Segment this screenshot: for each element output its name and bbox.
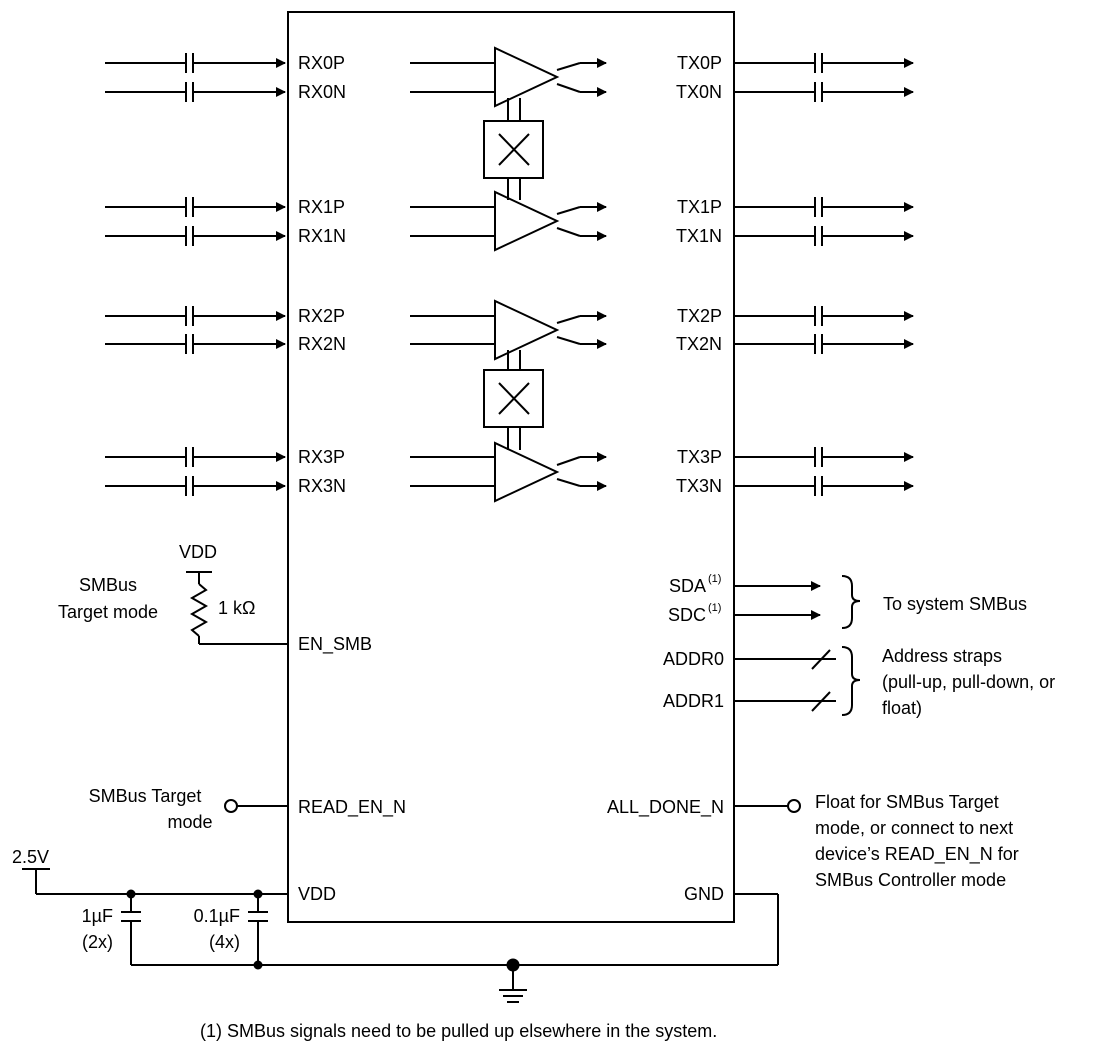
supply-voltage: 2.5V <box>12 847 49 867</box>
pin-en-smb: EN_SMB <box>298 634 372 655</box>
pin-gnd: GND <box>684 884 724 904</box>
tx-lane: TX0P <box>677 53 914 73</box>
chip-body <box>287 11 735 923</box>
smbus-target-mode-label-2a: SMBus Target <box>89 786 202 806</box>
rx-pin-label: RX0P <box>298 53 345 73</box>
tx-lanes: TX0P TX0N TX1P TX1N TX2P TX2N TX3P TX3N <box>676 53 914 496</box>
pin-all-done-n: ALL_DONE_N <box>607 797 724 818</box>
rx-lane: RX3N <box>105 476 346 496</box>
pin-sdc: SDC <box>668 605 706 625</box>
tx-lane: TX1P <box>677 197 914 217</box>
en-smb-pullup <box>186 571 288 645</box>
all-done-note-line-2: mode, or connect to next <box>815 818 1013 838</box>
power-network <box>22 868 779 1003</box>
pin-read-en-n: READ_EN_N <box>298 797 406 818</box>
tx-lane: TX1N <box>676 226 914 246</box>
all-done-note-line-1: Float for SMBus Target <box>815 792 999 812</box>
rx-pin-label: RX3N <box>298 476 346 496</box>
rx-pin-label: RX0N <box>298 82 346 102</box>
pin-sda: SDA <box>669 576 706 596</box>
pin-addr1: ADDR1 <box>663 691 724 711</box>
all-done-note-line-4: SMBus Controller mode <box>815 870 1006 890</box>
rx-pin-label: RX2N <box>298 334 346 354</box>
resistor-value: 1 kΩ <box>218 598 255 618</box>
smbus-target-mode-label-1a: SMBus <box>79 575 137 595</box>
tx-lane: TX2P <box>677 306 914 326</box>
tx-pin-label: TX0P <box>677 53 722 73</box>
vdd-top-label: VDD <box>179 542 217 562</box>
rx-lanes: RX0P RX0N RX1P RX1N RX2P RX2N RX3P RX3N <box>105 53 346 496</box>
footnote: (1) SMBus signals need to be pulled up e… <box>200 1021 717 1041</box>
all-done-note-line-3: device’s READ_EN_N for <box>815 844 1019 865</box>
pin-vdd: VDD <box>298 884 336 904</box>
rx-pin-label: RX1N <box>298 226 346 246</box>
tx-lane: TX3P <box>677 447 914 467</box>
rx-lane: RX2N <box>105 334 346 354</box>
pin-sda-footnote-ref: (1) <box>708 573 721 585</box>
read-en-n-connection <box>224 799 288 813</box>
tx-lane: TX3N <box>676 476 914 496</box>
buffer-2 <box>410 299 607 361</box>
rx-lane: RX1P <box>105 197 345 217</box>
rx-pin-label: RX3P <box>298 447 345 467</box>
tx-pin-label: TX0N <box>676 82 722 102</box>
crosspoint-switch-2 <box>483 369 544 428</box>
to-system-smbus-label: To system SMBus <box>883 594 1027 614</box>
smbus-target-mode-label-1b: Target mode <box>58 602 158 622</box>
junction-dots <box>126 889 520 972</box>
rx-lane: RX0N <box>105 82 346 102</box>
tx-pin-label: TX1N <box>676 226 722 246</box>
rx-pin-label: RX1P <box>298 197 345 217</box>
buffer-0 <box>410 46 607 108</box>
rx-lane: RX2P <box>105 306 345 326</box>
inner-circuitry <box>410 46 607 503</box>
address-strap-lines <box>734 646 861 716</box>
rx-lane: RX0P <box>105 53 345 73</box>
cap1-value: 1µF <box>82 906 113 926</box>
buffer-3 <box>410 441 607 503</box>
cap1-count: (2x) <box>82 932 113 952</box>
tx-pin-label: TX1P <box>677 197 722 217</box>
tx-pin-label: TX3P <box>677 447 722 467</box>
smbus-target-mode-label-2b: mode <box>167 812 212 832</box>
all-done-n-connection <box>734 799 801 813</box>
smbus-lines <box>734 575 861 629</box>
crosspoint-switch-1 <box>483 120 544 179</box>
address-straps-line-1: Address straps <box>882 646 1002 666</box>
tx-lane: TX2N <box>676 334 914 354</box>
address-straps-line-3: float) <box>882 698 922 718</box>
cap2-count: (4x) <box>209 932 240 952</box>
tx-pin-label: TX3N <box>676 476 722 496</box>
address-straps-line-2: (pull-up, pull-down, or <box>882 672 1055 692</box>
tx-pin-label: TX2P <box>677 306 722 326</box>
pin-sdc-footnote-ref: (1) <box>708 602 721 614</box>
rx-lane: RX3P <box>105 447 345 467</box>
rx-pin-label: RX2P <box>298 306 345 326</box>
rx-lane: RX1N <box>105 226 346 246</box>
cap2-value: 0.1µF <box>194 906 240 926</box>
buffer-1 <box>410 190 607 252</box>
pin-addr0: ADDR0 <box>663 649 724 669</box>
tx-pin-label: TX2N <box>676 334 722 354</box>
tx-lane: TX0N <box>676 82 914 102</box>
